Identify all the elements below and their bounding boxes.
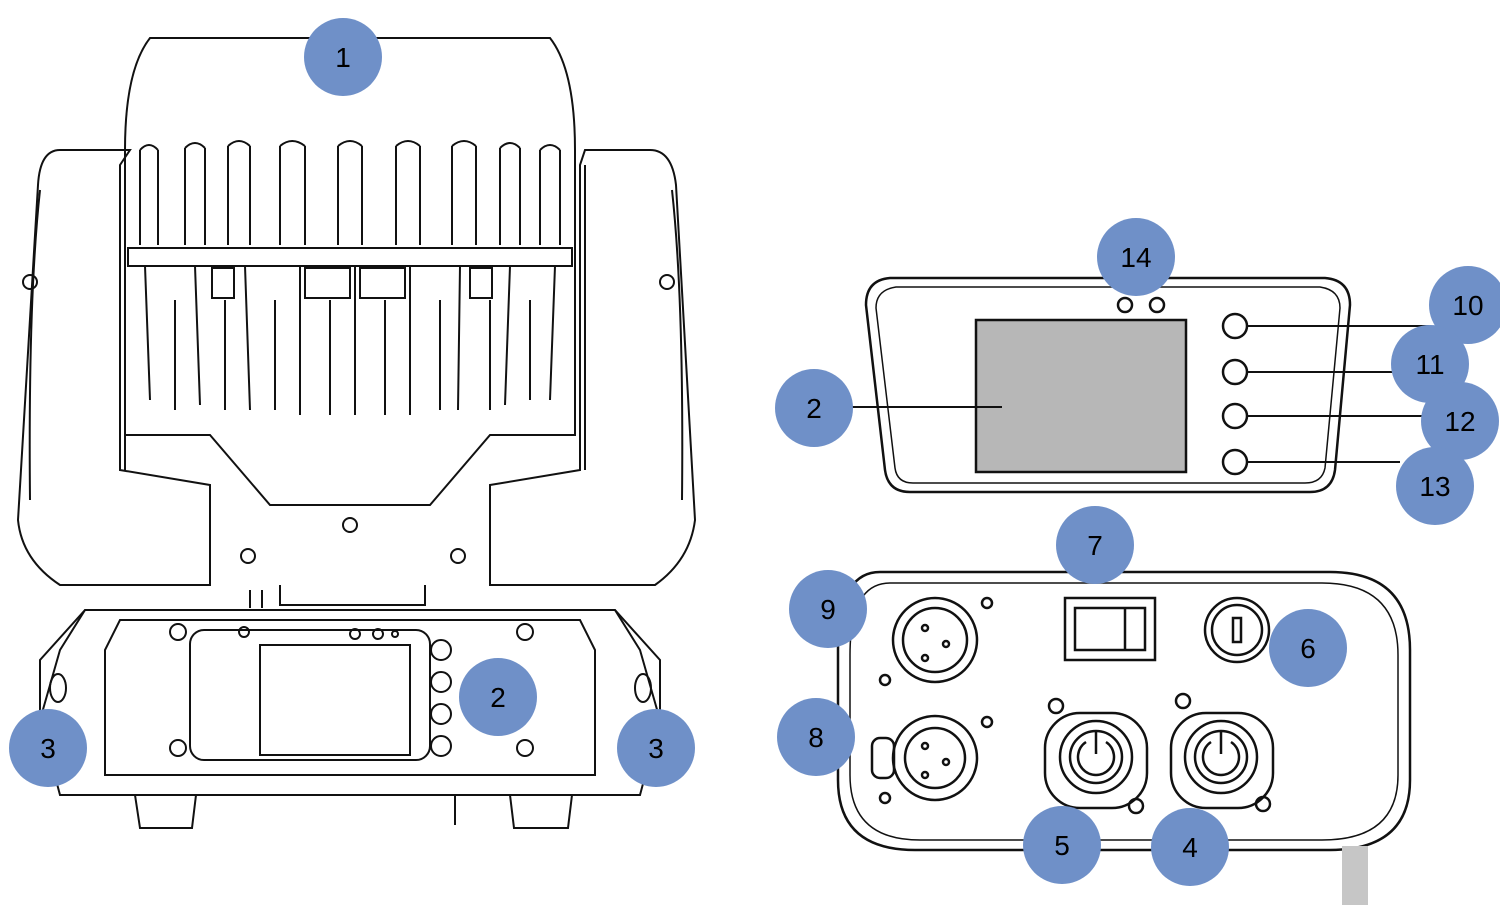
callout-circle <box>1056 506 1134 584</box>
callout-number: 6 <box>1300 633 1316 664</box>
callout-number: 11 <box>1415 349 1444 380</box>
lcd-screen <box>974 318 1188 474</box>
callout-number: 4 <box>1182 832 1198 863</box>
callout-number: 12 <box>1444 406 1475 437</box>
callout-circle <box>459 658 537 736</box>
callout-number: 10 <box>1452 290 1483 321</box>
callout-c14: 14 <box>1097 218 1175 296</box>
callout-circle <box>1023 806 1101 884</box>
power-out-connector <box>1169 692 1275 813</box>
power-in-connector <box>1043 697 1149 815</box>
callout-c7: 7 <box>1056 506 1134 584</box>
callout-number: 13 <box>1419 471 1450 502</box>
menu-button <box>1221 312 1249 340</box>
callout-number: 2 <box>806 393 822 424</box>
fixture-base <box>38 609 662 829</box>
status-led-2 <box>1148 296 1166 314</box>
callout-number: 3 <box>40 733 56 764</box>
callout-circle <box>304 18 382 96</box>
callout-number: 8 <box>808 722 824 753</box>
callout-c5: 5 <box>1023 806 1101 884</box>
scroll-marker <box>1342 846 1368 905</box>
callout-circle <box>775 369 853 447</box>
callout-circle <box>1269 609 1347 687</box>
callout-c4: 4 <box>1151 808 1229 886</box>
dmx-out-connector <box>870 714 994 805</box>
yoke <box>16 149 697 586</box>
callout-number: 2 <box>490 682 506 713</box>
callout-c2b: 2 <box>775 369 853 447</box>
callout-c9: 9 <box>789 570 867 648</box>
callout-c10: 10 <box>1429 266 1500 344</box>
callout-c3b: 3 <box>617 709 695 787</box>
power-switch <box>1063 596 1157 662</box>
callout-c13: 13 <box>1396 447 1474 525</box>
callout-circle <box>1097 218 1175 296</box>
dmx-in-connector <box>878 596 994 687</box>
enter-button <box>1221 448 1249 476</box>
lens-array <box>144 265 556 415</box>
callout-number: 1 <box>335 42 351 73</box>
callout-c2a: 2 <box>459 658 537 736</box>
heat-sink-fins <box>139 140 561 245</box>
callout-circle <box>777 698 855 776</box>
fixture-front-view <box>16 37 697 829</box>
callout-c12: 12 <box>1421 382 1499 460</box>
status-led-1 <box>1116 296 1134 314</box>
leader-lines <box>852 325 1430 463</box>
callout-number: 5 <box>1054 830 1070 861</box>
callout-number: 9 <box>820 594 836 625</box>
callout-number: 3 <box>648 733 664 764</box>
fuse-holder <box>1203 596 1271 664</box>
callout-circle <box>617 709 695 787</box>
moving-head <box>124 37 576 585</box>
callout-circle <box>1429 266 1500 344</box>
down-button <box>1221 402 1249 430</box>
callout-c3a: 3 <box>9 709 87 787</box>
callout-c6: 6 <box>1269 609 1347 687</box>
callout-number: 7 <box>1087 530 1103 561</box>
callout-circle <box>1151 808 1229 886</box>
callout-c8: 8 <box>777 698 855 776</box>
up-button <box>1221 358 1249 386</box>
callout-number: 14 <box>1120 242 1151 273</box>
callout-circle <box>1421 382 1499 460</box>
callout-circle <box>1396 447 1474 525</box>
callout-circle <box>789 570 867 648</box>
callout-circle <box>9 709 87 787</box>
callout-c1: 1 <box>304 18 382 96</box>
control-panel <box>864 276 1352 494</box>
